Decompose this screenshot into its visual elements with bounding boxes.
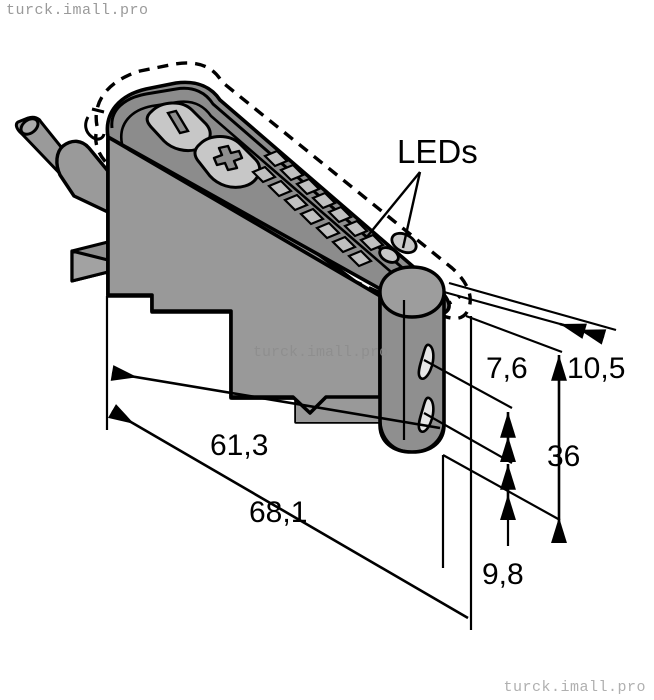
bar-icon <box>166 109 190 135</box>
dimension-9-8-label: 9,8 <box>482 558 524 591</box>
indicator-led-secondary <box>378 246 400 264</box>
led-segment <box>327 205 353 224</box>
led-segment <box>283 193 309 212</box>
led-segment <box>295 177 321 196</box>
led-segment <box>311 191 337 210</box>
dimension-10-5: 10,5 <box>559 322 625 385</box>
led-segment <box>279 163 305 182</box>
led-segment <box>251 165 277 184</box>
plus-button[interactable] <box>193 135 261 189</box>
led-segment <box>267 179 293 198</box>
leds-leader-lines <box>365 171 422 249</box>
dimension-10-5-label: 10,5 <box>567 352 625 385</box>
dimension-36-label: 36 <box>547 440 580 473</box>
led-bargraph-array <box>251 149 385 268</box>
watermark-top-left: turck.imall.pro <box>6 2 149 19</box>
led-segment <box>331 235 357 254</box>
dimension-68-1: 68,1 <box>108 404 469 620</box>
dimension-61-3: 61,3 <box>110 365 441 462</box>
led-segment <box>315 221 341 240</box>
dimension-9-8: 9,8 <box>482 464 524 591</box>
plus-icon <box>212 144 244 172</box>
led-segment <box>343 219 369 238</box>
sensor-cable <box>14 115 114 216</box>
left-mounting-tab <box>70 240 110 283</box>
dimension-68-1-label: 68,1 <box>249 496 307 529</box>
control-buttons <box>145 101 261 189</box>
dimension-36: 36 <box>547 355 580 543</box>
leds-callout-label: LEDs <box>397 133 478 170</box>
led-segment <box>299 207 325 226</box>
leds-callout: LEDs <box>365 133 478 249</box>
indicator-leds <box>378 231 418 264</box>
dimension-61-3-label: 61,3 <box>210 429 268 462</box>
led-segment <box>263 149 289 168</box>
extension-lines-slots <box>423 290 601 521</box>
dimension-7-6-label: 7,6 <box>486 352 528 385</box>
led-segment <box>347 249 373 268</box>
dimension-7-6: 7,6 <box>486 352 528 462</box>
extension-lines-left <box>105 296 473 630</box>
watermark-bottom-right: turck.imall.pro <box>503 679 646 696</box>
extension-lines-top-right <box>448 281 617 354</box>
watermark-center: turck.imall.pro <box>253 344 388 361</box>
envelope-curl-detail <box>84 107 106 141</box>
led-segment <box>359 233 385 252</box>
